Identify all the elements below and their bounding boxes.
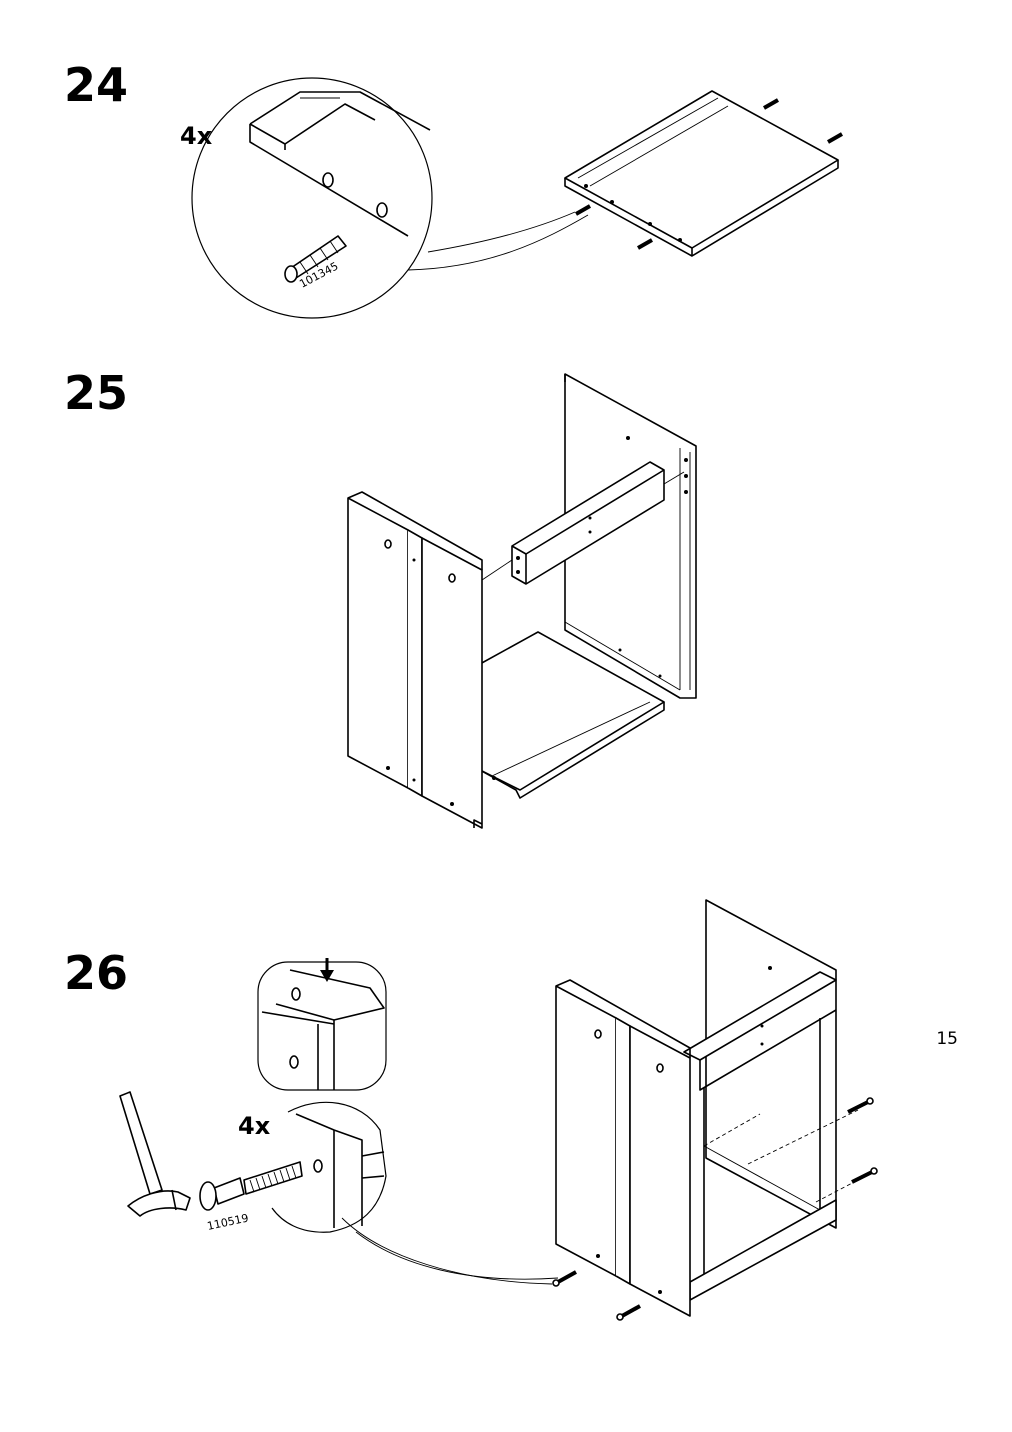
- step-24-quantity: 4x: [180, 122, 213, 150]
- step-26-part-number: 110519: [206, 1211, 250, 1232]
- step-26-assembly: [552, 899, 878, 1321]
- bolt-1: [847, 1097, 874, 1114]
- bolt-4: [616, 1304, 641, 1321]
- dowel-2: [827, 132, 843, 144]
- step-24-detail-callout: 101345: [191, 77, 589, 319]
- arrow-down-icon: [320, 958, 334, 982]
- step-26-top-detail: [257, 958, 387, 1091]
- dowel-1: [763, 98, 779, 110]
- step-24-panel: [564, 90, 843, 257]
- wooden-dowel-icon: [284, 235, 347, 283]
- dowel-3: [575, 204, 591, 216]
- step-26-number: 26: [64, 946, 129, 1000]
- screw-icon: [199, 1161, 303, 1211]
- dowel-4: [637, 238, 653, 250]
- step-25-number: 25: [64, 366, 129, 420]
- step-24-number: 24: [64, 58, 129, 112]
- bolt-2: [851, 1167, 878, 1184]
- hammer-icon: [119, 1091, 191, 1217]
- page-number: 15: [936, 1029, 958, 1049]
- step-26-quantity: 4x: [238, 1112, 271, 1140]
- step-25-assembly: [347, 373, 697, 829]
- step-26-screw-detail: 110519: [119, 1091, 559, 1285]
- bolt-3: [552, 1270, 577, 1287]
